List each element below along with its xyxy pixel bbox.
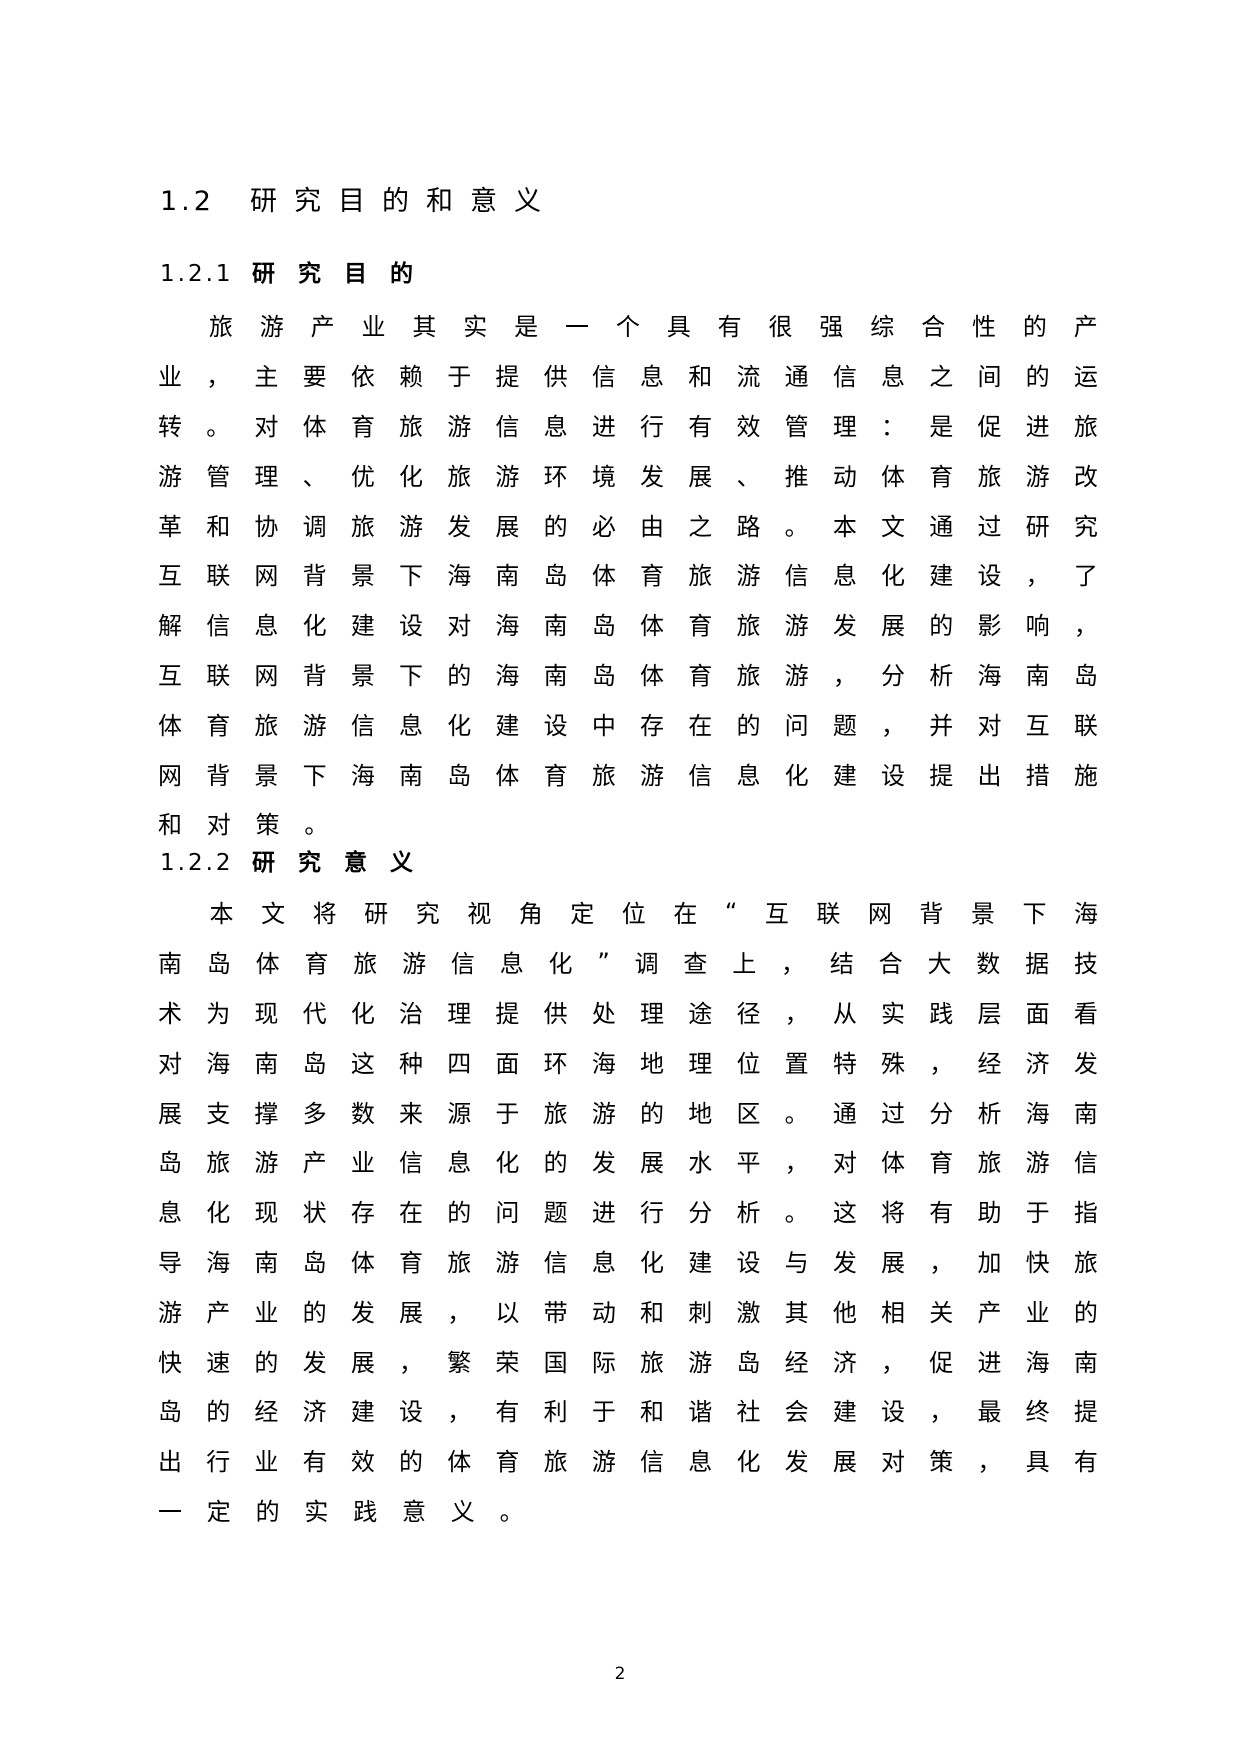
text-line: 互联网背景下的海南岛体育旅游，分析海南岛	[158, 661, 1098, 690]
text-line: 岛的经济建设，有利于和谐社会建设，最终提	[158, 1398, 1098, 1427]
text-line: 旅游产业其实是一个具有很强综合性的产	[208, 313, 1098, 342]
subsection-number: 1.2.2	[160, 850, 234, 876]
section-heading: 1.2 研究目的和意义	[160, 182, 558, 222]
text-line: 术为现代化治理提供处理途径，从实践层面看	[158, 999, 1098, 1028]
text-line: 游管理、优化旅游环境发展、推动体育旅游改	[158, 462, 1098, 491]
text-line: 转。对体育旅游信息进行有效管理：是促进旅	[158, 412, 1098, 441]
text-line: 快速的发展，繁荣国际旅游岛经济，促进海南	[158, 1348, 1098, 1377]
subsection-number: 1.2.1	[160, 261, 234, 287]
subsection-title: 研究目的	[252, 261, 436, 287]
text-line: 一定的实践意义。	[158, 1497, 524, 1526]
section-title: 研究目的和意义	[250, 186, 558, 217]
page-number: 2	[614, 1664, 626, 1684]
subsection-heading-purpose: 1.2.1 研究目的	[160, 256, 436, 292]
paragraph-research-significance: 本文将研究视角定位在“互联网背景下海南岛体育旅游信息化”调查上，结合大数据技术为…	[158, 887, 1098, 1534]
text-line: 出行业有效的体育旅游信息化发展对策，具有	[158, 1448, 1098, 1477]
section-number: 1.2	[160, 186, 215, 217]
text-line: 息化现状存在的问题进行分析。这将有助于指	[158, 1199, 1098, 1228]
subsection-heading-significance: 1.2.2 研究意义	[160, 845, 436, 881]
text-line: 业，主要依赖于提供信息和流通信息之间的运	[158, 363, 1098, 392]
text-line: 体育旅游信息化建设中存在的问题，并对互联	[158, 711, 1098, 740]
subsection-title: 研究意义	[252, 850, 436, 876]
text-line: 南岛体育旅游信息化”调查上，结合大数据技	[158, 947, 1098, 979]
text-line: 解信息化建设对海南岛体育旅游发展的影响，	[158, 612, 1098, 641]
text-line: 导海南岛体育旅游信息化建设与发展，加快旅	[158, 1248, 1098, 1277]
text-line: 对海南岛这种四面环海地理位置特殊，经济发	[158, 1049, 1098, 1078]
text-line: 互联网背景下海南岛体育旅游信息化建设，了	[158, 562, 1098, 591]
text-line: 网背景下海南岛体育旅游信息化建设提出措施	[158, 761, 1098, 790]
text-line: 游产业的发展，以带动和刺激其他相关产业的	[158, 1298, 1098, 1327]
text-line: 展支撑多数来源于旅游的地区。通过分析海南	[158, 1099, 1098, 1128]
text-line: 本文将研究视角定位在“互联网背景下海	[209, 897, 1098, 929]
text-line: 岛旅游产业信息化的发展水平，对体育旅游信	[158, 1149, 1098, 1178]
paragraph-research-purpose: 旅游产业其实是一个具有很强综合性的产业，主要依赖于提供信息和流通信息之间的运转。…	[158, 300, 1098, 848]
text-line: 革和协调旅游发展的必由之路。本文通过研究	[158, 512, 1098, 541]
text-line: 和对策。	[158, 811, 329, 840]
